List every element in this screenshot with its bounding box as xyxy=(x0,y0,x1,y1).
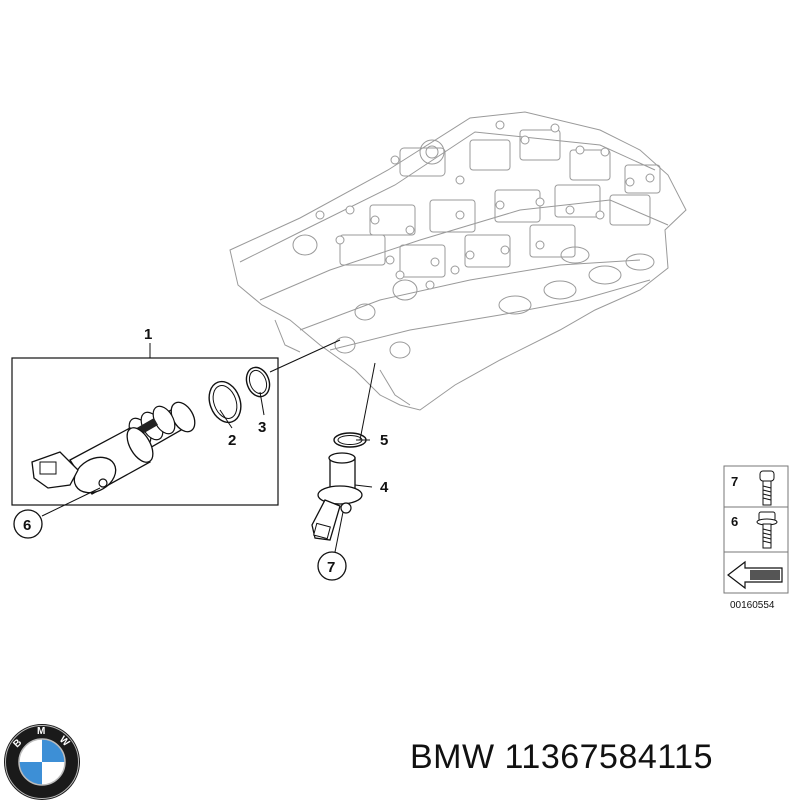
solenoid-valve xyxy=(31,401,196,495)
direction-arrow-icon xyxy=(727,560,783,590)
logo-letter-m: M xyxy=(37,726,45,737)
legend-item-6: 6 xyxy=(731,514,738,529)
bmw-logo: B M W xyxy=(4,724,80,800)
leader-to-head-4 xyxy=(359,362,376,441)
callout-1: 1 xyxy=(144,326,152,343)
callout-2: 2 xyxy=(228,432,236,449)
callout-7: 7 xyxy=(327,559,335,576)
camshaft-sensor xyxy=(311,452,363,541)
legend-item-7: 7 xyxy=(731,474,738,489)
bolt-7-icon xyxy=(759,470,775,506)
diagram-reference: 00160554 xyxy=(730,600,775,611)
legend-box: 7 6 xyxy=(723,465,789,594)
o-ring-3 xyxy=(245,366,271,398)
leader-to-head-1 xyxy=(269,339,341,373)
callout-7-circle xyxy=(317,551,347,581)
callout-3: 3 xyxy=(258,419,266,436)
callout-6: 6 xyxy=(23,517,31,534)
bolt-6-icon xyxy=(756,511,778,549)
callout-6-circle xyxy=(13,509,43,539)
seal-ring-2 xyxy=(208,380,242,424)
cylinder-head-drawing xyxy=(229,111,687,411)
assembly-box xyxy=(11,357,279,506)
callout-4: 4 xyxy=(380,479,389,496)
callout-5: 5 xyxy=(380,432,388,449)
part-caption: BMW 11367584115 xyxy=(410,738,713,776)
